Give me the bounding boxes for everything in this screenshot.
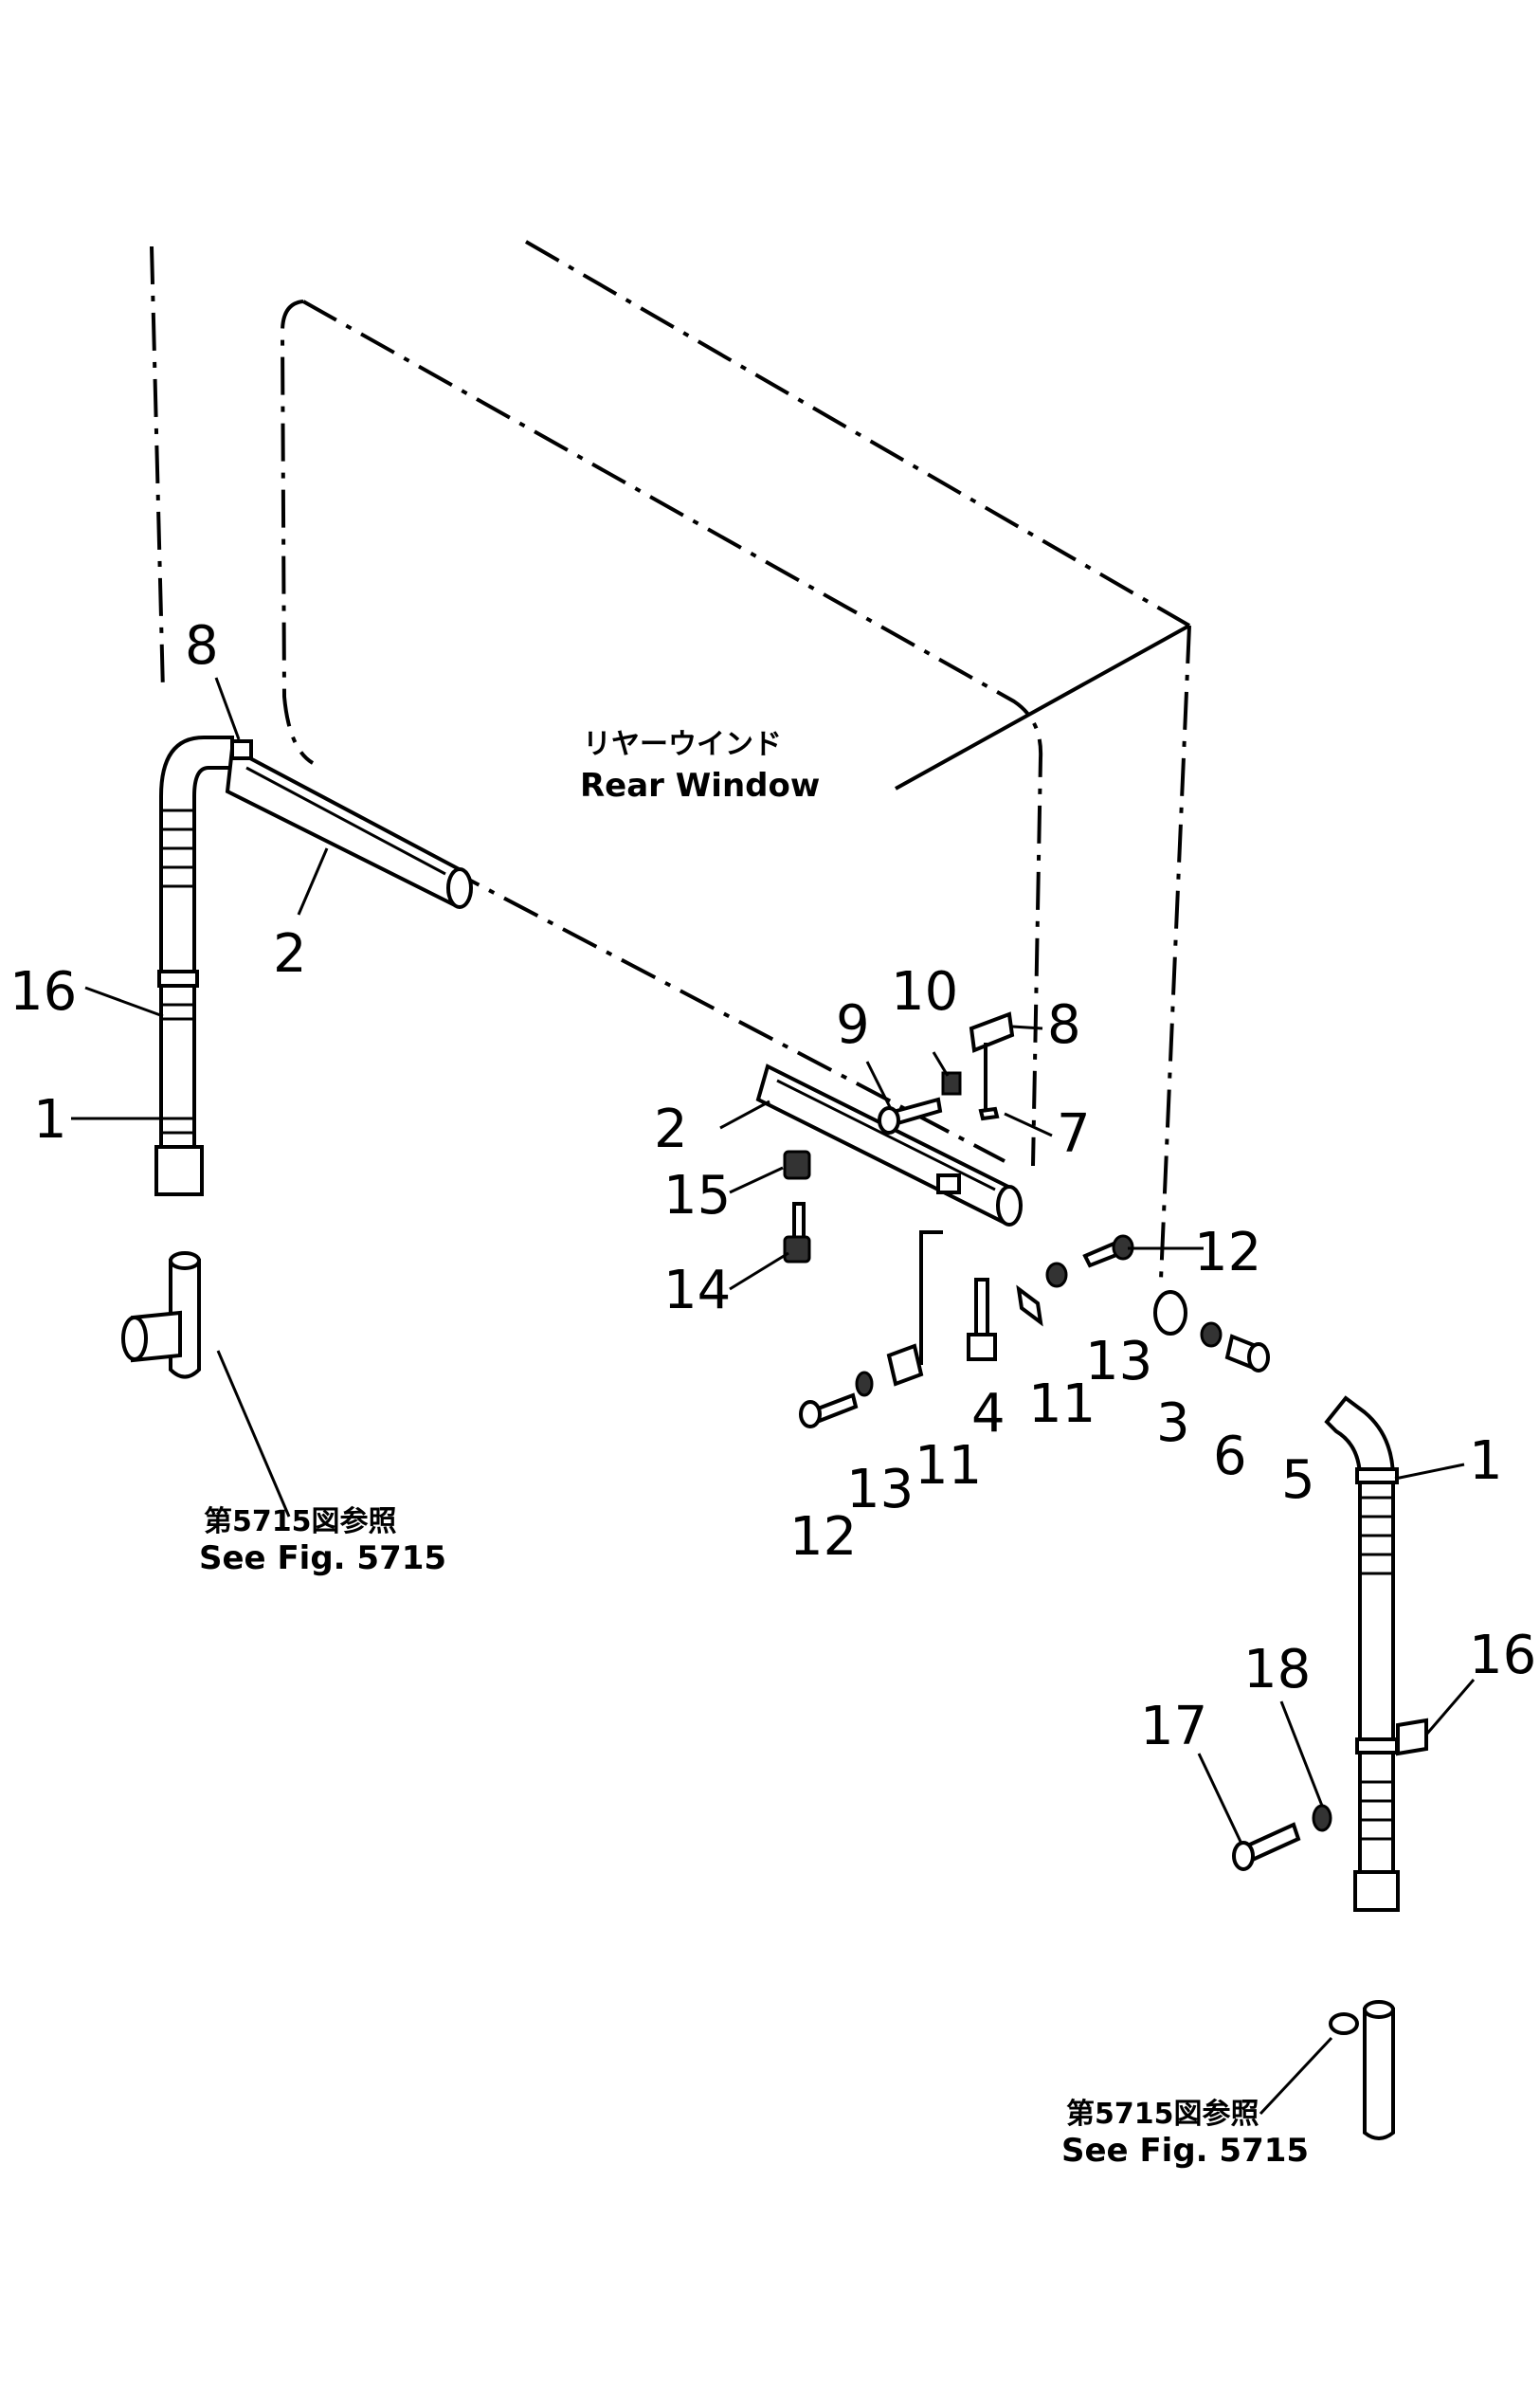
callout-8-right: 8 — [1047, 994, 1081, 1056]
callout-13-left: 13 — [846, 1459, 914, 1520]
right-pipe-ribs — [1360, 1496, 1393, 1841]
see-fig-right-jp: 第5715図参照 — [1066, 2098, 1259, 2131]
callout-12-left: 12 — [789, 1506, 857, 1568]
callout-8-left: 8 — [185, 615, 219, 677]
callout-13-right: 13 — [1085, 1331, 1152, 1392]
callout-5: 5 — [1281, 1449, 1315, 1511]
callout-14: 14 — [663, 1260, 731, 1321]
callout-9: 9 — [836, 994, 870, 1056]
callout-labels: 8 2 16 1 10 9 8 7 2 15 14 12 13 3 6 5 4 … — [9, 615, 1536, 1757]
callout-16-right: 16 — [1469, 1625, 1536, 1686]
callout-16-left: 16 — [9, 961, 77, 1023]
rear-window-label-en: Rear Window — [580, 767, 820, 805]
callout-3: 3 — [1156, 1392, 1190, 1454]
callout-17: 17 — [1140, 1696, 1207, 1757]
fasteners-middle — [783, 1011, 1270, 1428]
callout-1-right: 1 — [1469, 1430, 1503, 1492]
left-tee-fitting — [121, 1251, 291, 1518]
callout-11-right: 11 — [1028, 1373, 1096, 1435]
right-fitting — [1259, 2000, 1395, 2140]
rear-window-label-jp: リヤーウインド — [583, 728, 782, 761]
callout-7: 7 — [1057, 1103, 1091, 1165]
left-pipe-assembly — [154, 736, 473, 1196]
see-fig-left-jp: 第5715図参照 — [204, 1505, 397, 1538]
callout-15: 15 — [663, 1165, 731, 1227]
callout-2-left: 2 — [273, 923, 307, 985]
right-pipe-assembly — [1232, 1395, 1428, 1912]
callout-4: 4 — [971, 1383, 1006, 1445]
leader-lines-right — [1197, 1463, 1476, 1845]
callout-12-right: 12 — [1194, 1222, 1261, 1283]
callout-11-left: 11 — [915, 1435, 982, 1497]
callout-2-middle: 2 — [654, 1099, 688, 1160]
window-frame-outline — [150, 240, 1191, 1281]
left-pipe-ribs — [161, 809, 194, 1135]
see-fig-right-en: See Fig. 5715 — [1061, 2132, 1309, 2170]
see-fig-left-en: See Fig. 5715 — [199, 1539, 446, 1577]
callout-6: 6 — [1213, 1426, 1247, 1487]
leader-lines — [71, 677, 1204, 1291]
callout-18: 18 — [1243, 1639, 1311, 1700]
callout-1-left: 1 — [33, 1089, 67, 1151]
callout-10: 10 — [891, 961, 958, 1023]
middle-bar-assembly — [755, 1064, 1023, 1365]
